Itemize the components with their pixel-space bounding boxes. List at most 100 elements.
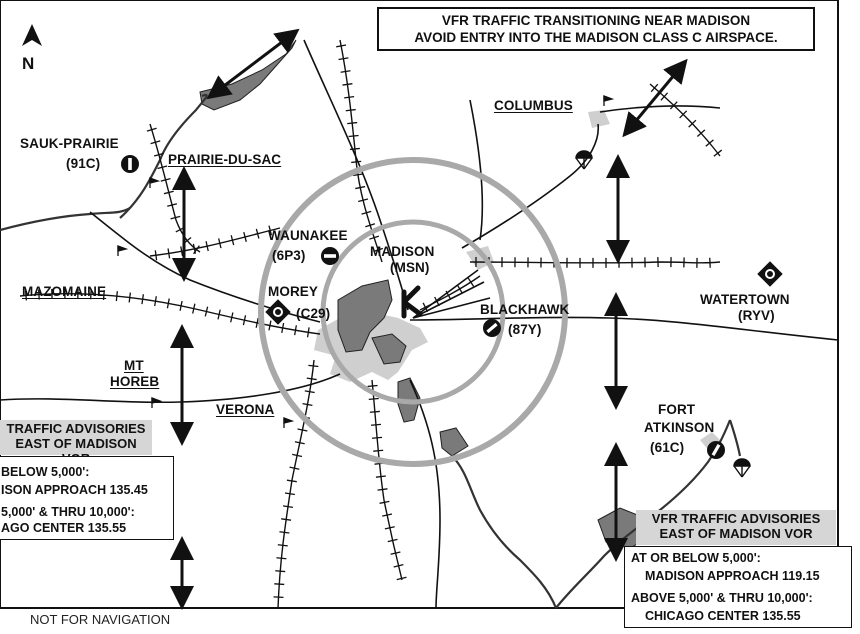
advisory-east-line-1: AT OR BELOW 5,000':	[631, 551, 761, 565]
railroad-southwest	[277, 359, 315, 609]
railroad-tie	[292, 453, 303, 458]
fort-atkinson-label-2: ATKINSON	[644, 420, 715, 435]
railroad-tie	[166, 298, 170, 309]
railroad-tie	[379, 500, 390, 504]
railroad-tie	[369, 235, 380, 240]
advisory-east-head-1: VFR TRAFFIC ADVISORIES	[651, 511, 821, 526]
railroad-tie	[38, 289, 40, 300]
railroad-tie	[255, 317, 259, 328]
watertown-label: WATERTOWN	[700, 292, 790, 307]
railroad-tie	[705, 139, 714, 147]
parachute-icon	[733, 458, 751, 478]
railroad-tie	[306, 377, 317, 381]
railroad-tie	[355, 185, 366, 190]
railroad-tie	[218, 238, 222, 249]
railroad-mazomanie-north	[149, 227, 281, 257]
title-line-1: VFR TRAFFIC TRANSITIONING NEAR MADISON	[441, 13, 751, 28]
madison-label: MADISON	[370, 244, 435, 259]
lake-mendota	[337, 279, 393, 353]
madison-airport-symbol	[401, 285, 423, 319]
railroad-tie	[153, 152, 164, 157]
railroad-tie	[306, 327, 310, 338]
railroad-tie	[289, 466, 300, 470]
railroad-ties	[24, 44, 723, 599]
railroad-tie	[294, 441, 305, 445]
railroad-tie	[230, 235, 235, 246]
railroad-tie	[128, 292, 132, 303]
verona-label: VERONA	[216, 402, 275, 417]
railroad-tie	[384, 526, 395, 530]
railroad-tie	[370, 423, 381, 426]
flag-icon	[283, 417, 295, 428]
urban-areas	[314, 110, 722, 452]
north-label: N	[22, 54, 35, 73]
railroad-tie	[308, 364, 319, 368]
flag-icon	[117, 245, 129, 256]
arrow-nw-diagonal	[206, 28, 300, 100]
railroad-tie	[375, 475, 386, 478]
railroad-tie	[180, 246, 184, 257]
railroad-tie	[277, 544, 288, 547]
railroad-tie	[268, 225, 273, 236]
railroad-tie	[286, 479, 297, 483]
railroad-tie	[340, 70, 351, 73]
arrow-ne-diagonal	[622, 58, 688, 138]
advisory-west-line-4: AGO CENTER 135.55	[1, 521, 127, 535]
river-pond-south	[439, 427, 469, 457]
railroad-tie	[297, 428, 308, 432]
advisory-east-head-2: EAST OF MADISON VOR	[659, 526, 813, 541]
railroad-tie	[281, 518, 292, 521]
map-frame	[0, 0, 839, 609]
blackhawk-code: (87Y)	[508, 322, 542, 337]
railroad-tie	[365, 223, 376, 228]
railroad-tie	[336, 44, 347, 48]
flag-icon	[149, 177, 161, 188]
mazomaine-label: MAZOMAINE	[22, 284, 107, 299]
blackhawk-label: BLACKHAWK	[480, 302, 570, 317]
railroad-tie	[696, 129, 706, 138]
sauk-prairie-airport-icon	[121, 155, 139, 173]
railroad-tie	[467, 277, 475, 287]
railroad-tie	[274, 583, 285, 586]
advisory-west-header: TRAFFIC ADVISORIES EAST OF MADISON VOR	[0, 420, 152, 466]
road-south	[409, 379, 441, 609]
rock-river-north	[728, 419, 742, 457]
waunakee-airport-icon	[321, 247, 339, 265]
railroad-south	[371, 379, 403, 581]
railroad-tie	[393, 563, 404, 568]
wisconsin-river	[119, 93, 208, 219]
railroad-tie	[344, 95, 355, 99]
mt-horeb-label-2: HOREB	[110, 374, 160, 389]
railroad-tie	[217, 309, 221, 320]
railroad-tie	[150, 140, 161, 145]
fort-atkinson-code: (61C)	[650, 440, 685, 455]
advisory-west-line-1: BELOW 5,000':	[1, 465, 90, 479]
railroad-tie	[275, 570, 286, 573]
flag-icon	[151, 397, 163, 408]
advisory-east-line-3: ABOVE 5,000' & THRU 10,000':	[631, 591, 813, 605]
railroad-tie	[456, 284, 463, 294]
advisory-west-line-2: ISON APPROACH 135.45	[1, 483, 148, 497]
railroad-tie	[146, 127, 157, 132]
railroad-tie	[102, 289, 105, 301]
advisory-west-body: BELOW 5,000': ISON APPROACH 135.45 5,000…	[0, 456, 174, 540]
wisconsin-river-lake	[199, 39, 297, 111]
railroad-tie	[167, 248, 171, 259]
railroad-tie	[24, 290, 28, 301]
railroad-east	[469, 261, 721, 264]
railroad-tie	[347, 121, 358, 125]
morey-code: (C29)	[296, 306, 331, 321]
railroad-tie	[279, 531, 290, 534]
railroad-tie	[373, 449, 384, 452]
railroad-tie	[358, 198, 369, 203]
railroad-prairie	[149, 123, 201, 253]
parachute-icon	[575, 150, 593, 170]
railroad-tie	[377, 488, 388, 491]
mt-horeb-label-1: MT	[124, 358, 144, 373]
railroad-tie	[390, 551, 401, 555]
railroad-tie	[242, 315, 247, 326]
sauk-prairie-code: (91C)	[66, 156, 101, 171]
road-north	[303, 39, 409, 311]
road-columbus	[461, 123, 600, 249]
airport-symbols	[121, 155, 783, 459]
